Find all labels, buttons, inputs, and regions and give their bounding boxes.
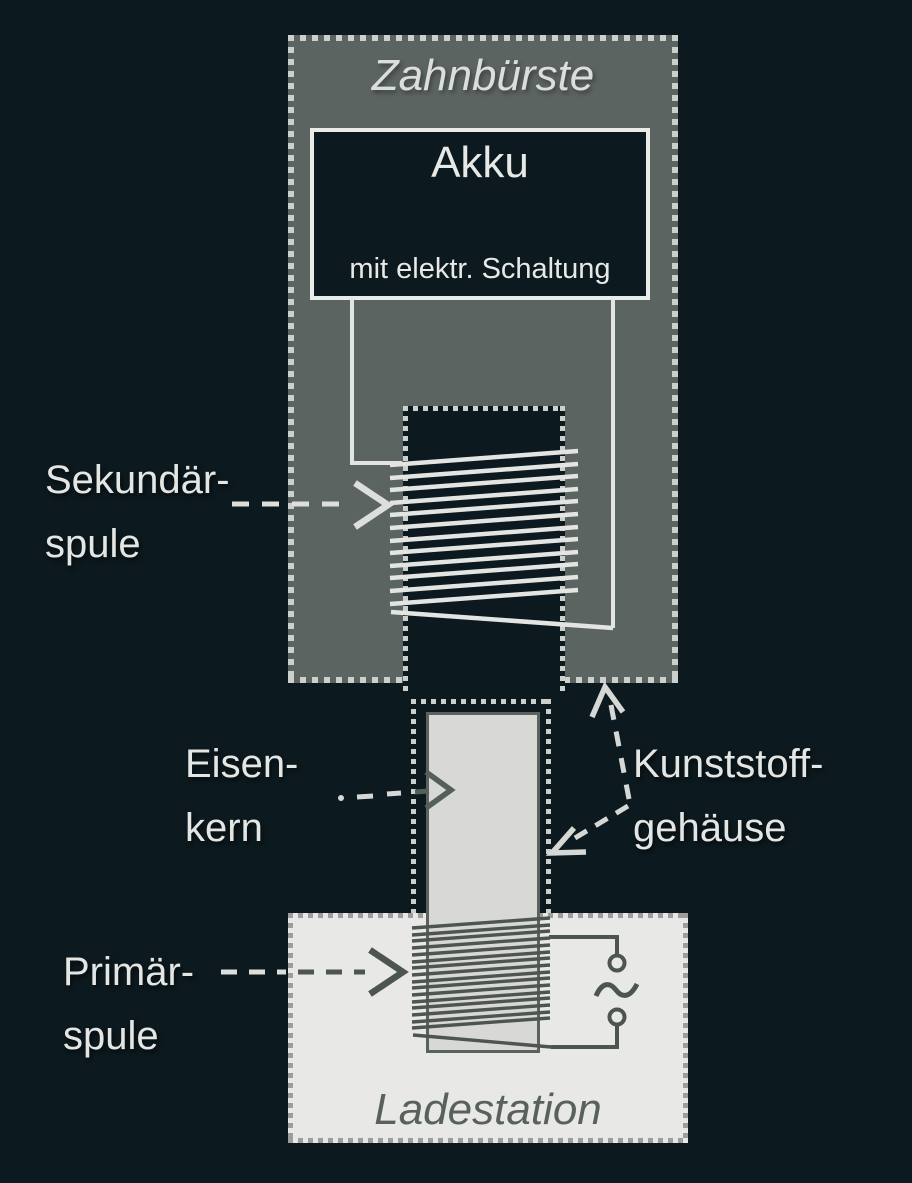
plastic-housing-label-line1: Kunststoff- (633, 742, 824, 786)
primary-coil (411, 916, 552, 1049)
secondary-coil-label-line1: Sekundär- (45, 458, 230, 502)
iron-core-label-line2: kern (185, 806, 263, 850)
terminal-top-icon (607, 953, 627, 973)
secondary-coil-label-line2: spule (45, 522, 141, 566)
primary-coil-arrow (221, 947, 409, 997)
iron-core-label-line1: Eisen- (185, 742, 299, 786)
battery-wires (350, 298, 615, 628)
plastic-housing-arrows (545, 681, 632, 856)
primary-coil-label-line1: Primär- (63, 950, 195, 994)
plastic-housing-label: Kunststoff- gehäuse (633, 732, 823, 860)
secondary-coil-arrow (232, 480, 394, 530)
primary-coil-label-line2: spule (63, 1014, 159, 1058)
plastic-housing-label-line2: gehäuse (633, 806, 787, 850)
primary-coil-label: Primär- spule (63, 940, 194, 1068)
ac-source-icon (593, 982, 640, 998)
secondary-coil-label: Sekundär- spule (45, 448, 230, 576)
iron-core-label: Eisen- kern (185, 732, 298, 860)
battery-title: Akku (431, 138, 529, 187)
terminal-bottom-icon (607, 1007, 627, 1027)
toothbrush-label: Zahnbürste (371, 51, 595, 100)
station-label: Ladestation (374, 1085, 602, 1134)
iron-core-arrow (338, 769, 456, 811)
battery-box: Akku mit elektr. Schaltung (310, 128, 650, 300)
ac-circuit (549, 935, 640, 1049)
secondary-coil (389, 448, 614, 631)
battery-subtitle: mit elektr. Schaltung (349, 253, 611, 285)
